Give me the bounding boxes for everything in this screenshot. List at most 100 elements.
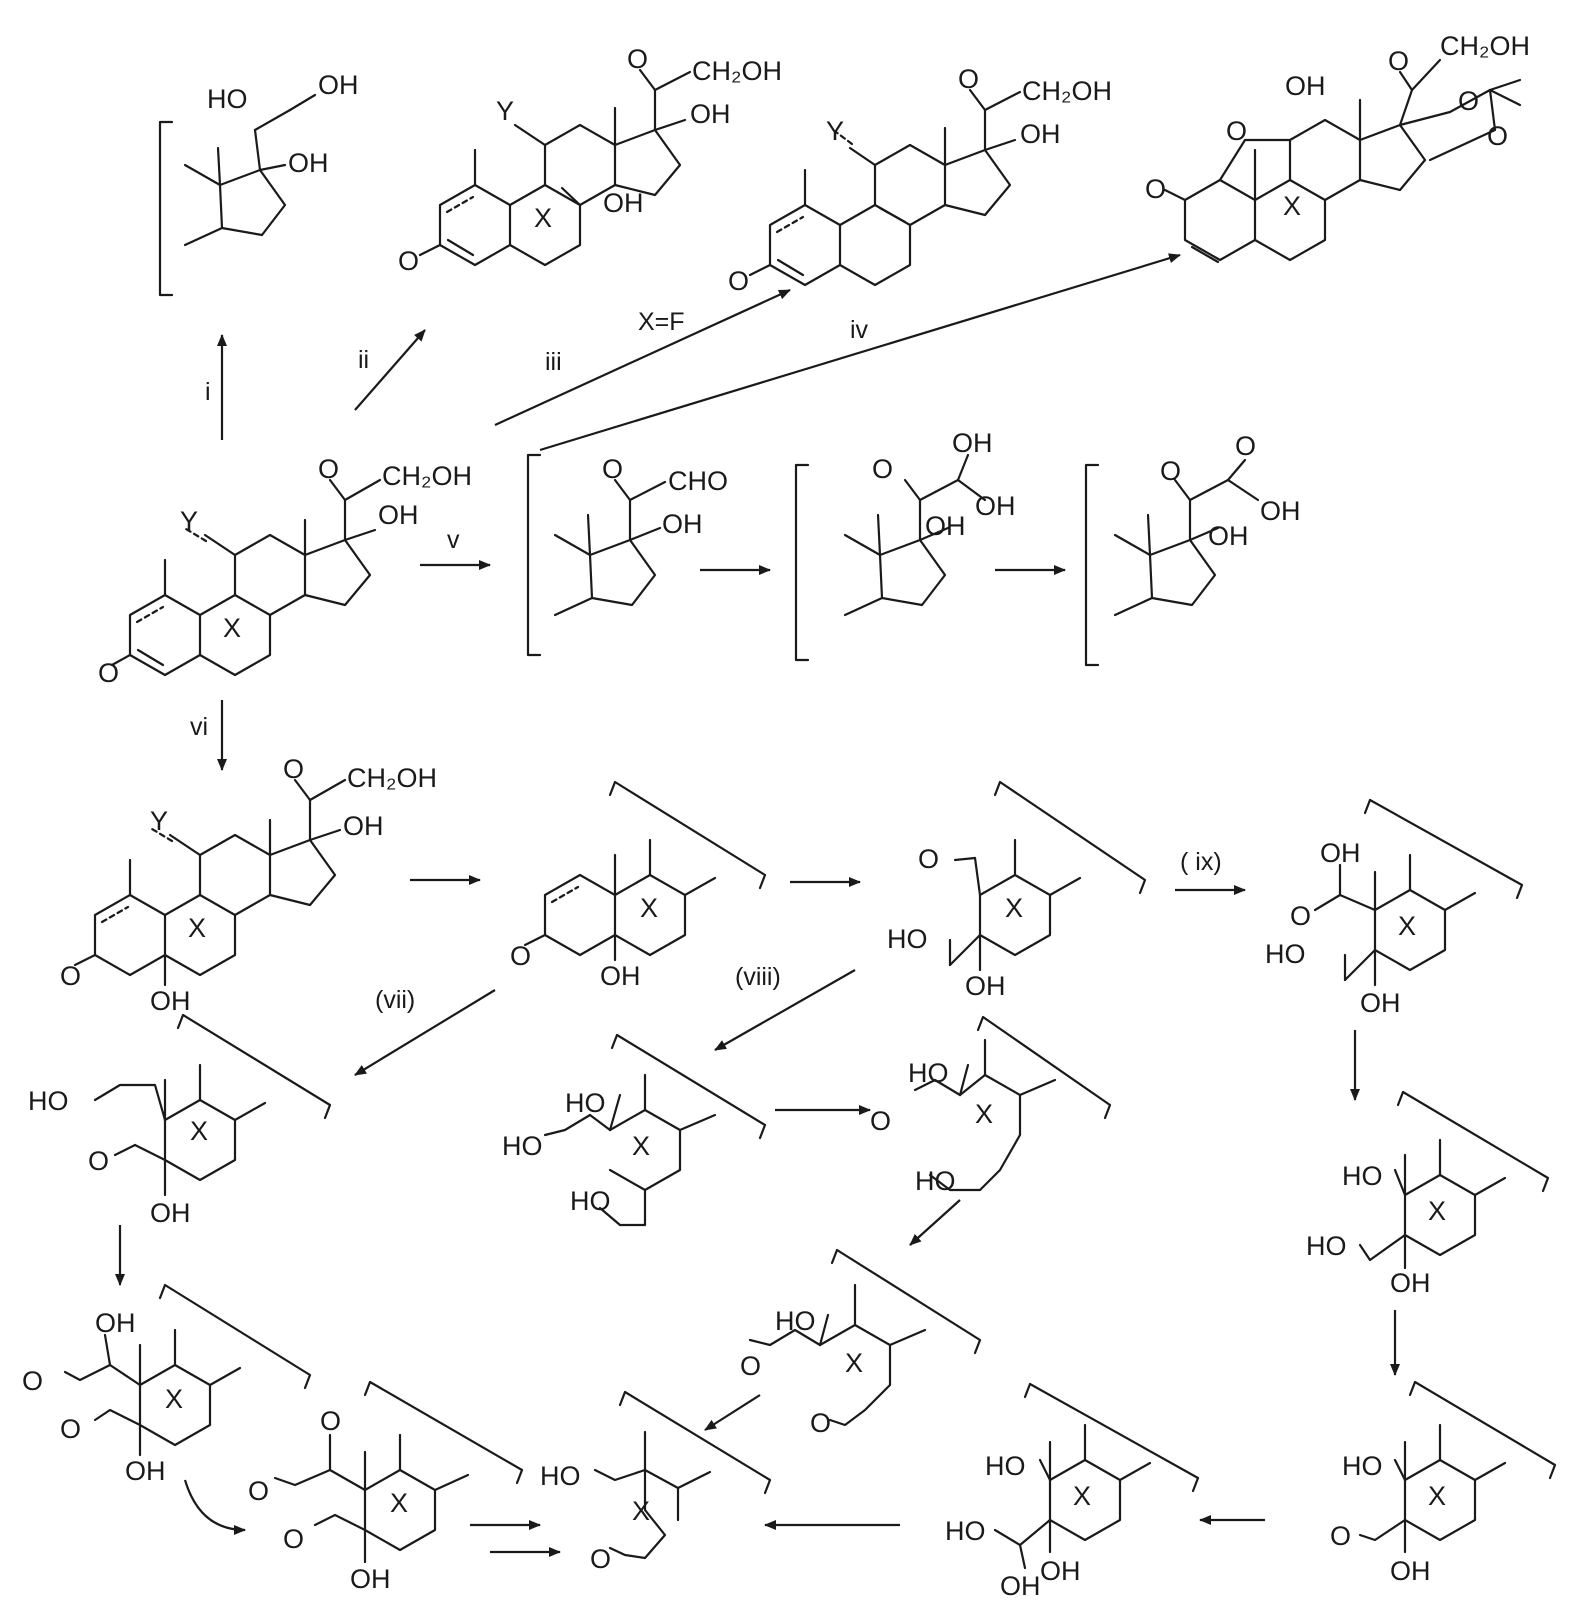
arrow-vii [354, 989, 496, 1076]
atom-x: X [1428, 1196, 1446, 1226]
atom-oh: OH [662, 509, 703, 539]
atom-x: X [632, 1496, 650, 1526]
atom-o: O [958, 64, 979, 94]
gem-diol-fragment: HO HO X OH OH [945, 1382, 1200, 1601]
arrow-curved [183, 1479, 246, 1535]
atom-ho: HO [908, 1058, 949, 1088]
atom-o: O [590, 1544, 611, 1574]
atom-ch2oh: CH₂OH [692, 56, 782, 86]
atom-o: O [283, 754, 304, 784]
atom-o: O [60, 961, 81, 991]
atom-oh: OH [350, 1564, 391, 1594]
atom-o: O [627, 44, 648, 74]
atom-x: X [534, 203, 552, 233]
arrows-top: i ii iii X=F iv v vi [190, 253, 1181, 771]
atom-ho: HO [915, 1166, 956, 1196]
atom-x: X [1428, 1481, 1446, 1511]
atom-ho: HO [775, 1306, 816, 1336]
acid-intermediate: O O OH OH [1084, 431, 1301, 667]
arrow-viii [714, 969, 856, 1051]
atom-y: Y [496, 96, 514, 126]
atom-x: X [640, 893, 658, 923]
atom-o: O [1235, 431, 1256, 461]
atom-ho: HO [207, 84, 248, 114]
arrow-row4-2 [909, 1199, 961, 1246]
atom-o: O [510, 941, 531, 971]
atom-x: X [1398, 911, 1416, 941]
atom-oh: OH [1260, 496, 1301, 526]
atom-ch2oh: CH₂OH [347, 763, 437, 793]
atom-o: O [88, 1146, 109, 1176]
arrow-ii [354, 329, 426, 411]
atom-o: O [248, 1476, 269, 1506]
starting-steroid: O Y X OH O CH₂OH [98, 454, 472, 688]
atom-o: O [1458, 86, 1479, 116]
atom-cho: CHO [668, 466, 728, 496]
atom-o: O [810, 1408, 831, 1438]
product-iv: O O OH X O CH₂OH O O [1145, 31, 1530, 264]
product-i: HO OH OH [158, 70, 359, 297]
atom-y: Y [180, 506, 198, 536]
atom-o: O [918, 844, 939, 874]
label-i: i [205, 378, 211, 406]
atom-x: X [390, 1488, 408, 1518]
product-iii: O Y OH O CH₂OH [728, 64, 1112, 296]
atom-ho: HO [502, 1131, 543, 1161]
atom-oh: OH [600, 961, 641, 991]
atom-x: X [1283, 191, 1301, 221]
atom-oh: OH [952, 428, 993, 458]
atom-oh: OH [690, 99, 731, 129]
triol-fragment: HO HO X HO [502, 1033, 767, 1227]
atom-x: X [190, 1116, 208, 1146]
atom-ch2oh: CH₂OH [1440, 31, 1530, 61]
atom-ch2oh: CH₂OH [382, 461, 472, 491]
label-vi: vi [190, 713, 208, 741]
atom-oh: OH [603, 188, 644, 218]
label-ii: ii [358, 346, 369, 374]
aldehyde-diol-chain: HO O X HO [870, 1015, 1112, 1196]
atom-o: O [1487, 121, 1508, 151]
atom-y: Y [826, 116, 844, 146]
atom-x: X [165, 1384, 183, 1414]
atom-oh: OH [1390, 1268, 1431, 1298]
label-viii: (viii) [735, 963, 781, 991]
atom-oh: OH [1020, 119, 1061, 149]
atom-o: O [870, 1106, 891, 1136]
atom-o: O [1145, 174, 1166, 204]
arrow-row5-2 [704, 1394, 761, 1431]
atom-oh: OH [975, 491, 1016, 521]
label-v: v [447, 526, 460, 554]
atom-o: O [318, 454, 339, 484]
atom-ho: HO [985, 1451, 1026, 1481]
hydroxyethyl-aldehyde: HO O X OH [28, 1013, 332, 1228]
atom-o: O [1330, 1521, 1351, 1551]
atom-oh: OH [288, 148, 329, 178]
hydroxy-aldehyde-fragment: HO O X OH [1330, 1380, 1557, 1586]
atom-o: O [1290, 901, 1311, 931]
atom-o: O [740, 1351, 761, 1381]
atom-y: Y [150, 806, 168, 836]
atom-oh: OH [1285, 71, 1326, 101]
atom-o: O [602, 454, 623, 484]
atom-o: O [98, 658, 119, 688]
atom-oh: OH [1208, 521, 1249, 551]
atom-ho: HO [565, 1088, 606, 1118]
atom-oh: OH [150, 986, 191, 1016]
ketodialdehyde-fragment: O O O X OH [248, 1380, 524, 1594]
atom-x: X [1073, 1481, 1091, 1511]
aldehyde-diol-fragment: O HO X OH [887, 780, 1147, 1001]
atom-oh: OH [1320, 838, 1361, 868]
atom-ho: HO [540, 1461, 581, 1491]
diol-triol-fragment: HO HO X OH [1306, 1090, 1550, 1298]
atom-oh: OH [318, 70, 359, 100]
aldehyde-intermediate: O CHO OH [526, 453, 728, 657]
label-vii: (vii) [375, 986, 415, 1014]
carboxylic-acid-fragment: OH O HO X OH [1265, 798, 1524, 1018]
atom-ho: HO [1265, 939, 1306, 969]
atom-oh: OH [965, 971, 1006, 1001]
atom-o: O [22, 1366, 43, 1396]
atom-ho: HO [1306, 1231, 1347, 1261]
product-ii: O Y X OH OH O CH₂OH [398, 44, 782, 276]
